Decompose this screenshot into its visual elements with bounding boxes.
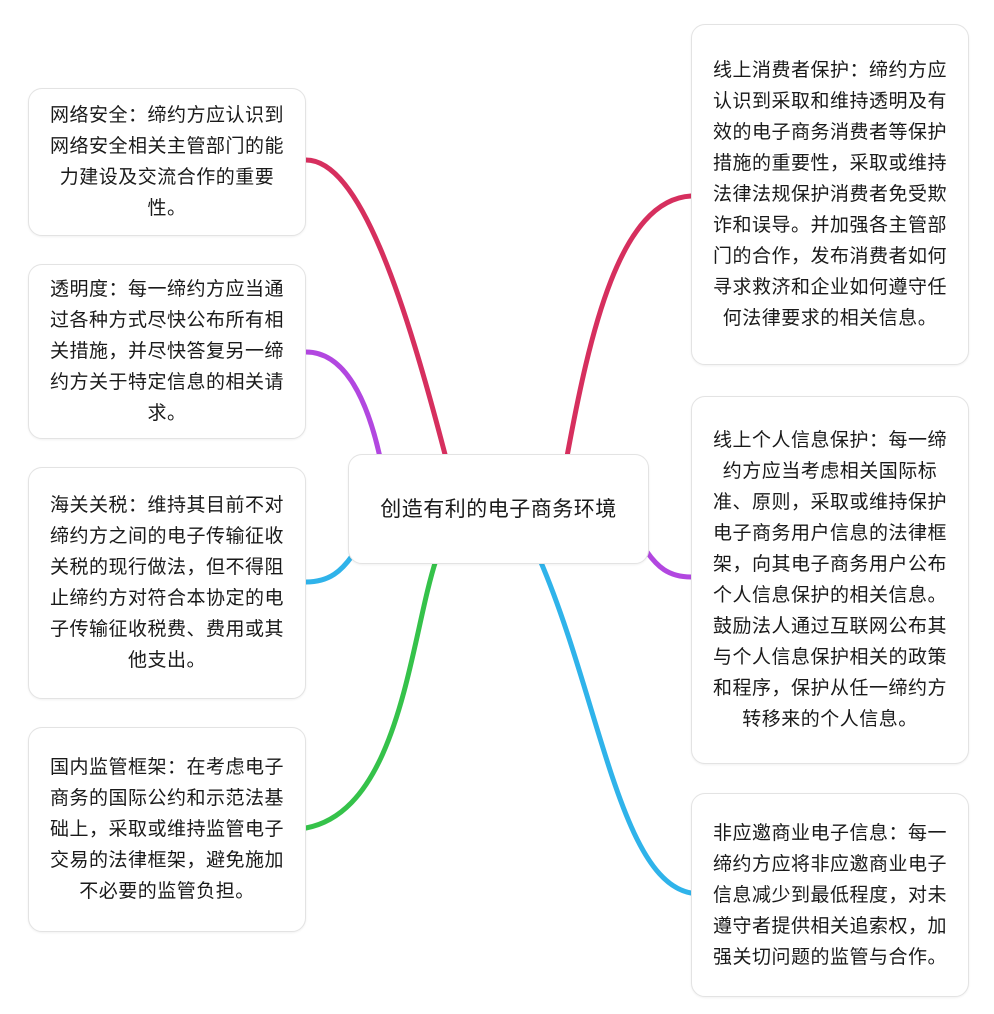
branch-line-customs-duties — [303, 553, 355, 585]
node-online-consumer-protection: 线上消费者保护：缔约方应认识到采取和维持透明及有效的电子商务消费者等保护措施的重… — [691, 24, 969, 365]
branch-line-transparency — [303, 349, 384, 465]
central-topic: 创造有利的电子商务环境 — [348, 454, 649, 564]
node-text: 非应邀商业电子信息：每一缔约方应将非应邀商业电子信息减少到最低程度，对未遵守者提… — [712, 821, 947, 968]
node-online-personal-info-protection: 线上个人信息保护：每一缔约方应当考虑相关国际标准、原则，采取或维持保护电子商务用… — [691, 396, 969, 764]
branch-line-personal-info — [644, 549, 694, 580]
node-domestic-regulation: 国内监管框架：在考虑电子商务的国际公约和示范法基础上，采取或维持监管电子交易的法… — [28, 727, 306, 932]
node-text: 网络安全：缔约方应认识到网络安全相关主管部门的能力建设及交流合作的重要性。 — [49, 104, 284, 219]
node-unsolicited-commercial-messages: 非应邀商业电子信息：每一缔约方应将非应邀商业电子信息减少到最低程度，对未遵守者提… — [691, 793, 969, 997]
node-text: 国内监管框架：在考虑电子商务的国际公约和示范法基础上，采取或维持监管电子交易的法… — [49, 756, 284, 902]
node-network-security: 网络安全：缔约方应认识到网络安全相关主管部门的能力建设及交流合作的重要性。 — [28, 88, 306, 236]
node-text: 透明度：每一缔约方应当通过各种方式尽快公布所有相关措施，并尽快答复另一缔约方关于… — [49, 278, 284, 424]
branch-line-domestic-regulation — [303, 557, 439, 831]
branch-line-network-security — [303, 157, 450, 465]
node-text: 海关关税：维持其目前不对缔约方之间的电子传输征收关税的现行做法，但不得阻止缔约方… — [49, 494, 284, 671]
branch-line-consumer-protection — [563, 193, 694, 465]
node-customs-duties: 海关关税：维持其目前不对缔约方之间的电子传输征收关税的现行做法，但不得阻止缔约方… — [28, 467, 306, 699]
node-text: 线上消费者保护：缔约方应认识到采取和维持透明及有效的电子商务消费者等保护措施的重… — [712, 59, 947, 329]
central-topic-text: 创造有利的电子商务环境 — [380, 497, 617, 521]
node-text: 线上个人信息保护：每一缔约方应当考虑相关国际标准、原则，采取或维持保护电子商务用… — [712, 429, 947, 730]
branch-line-unsolicited-messages — [537, 557, 694, 896]
node-transparency: 透明度：每一缔约方应当通过各种方式尽快公布所有相关措施，并尽快答复另一缔约方关于… — [28, 264, 306, 439]
